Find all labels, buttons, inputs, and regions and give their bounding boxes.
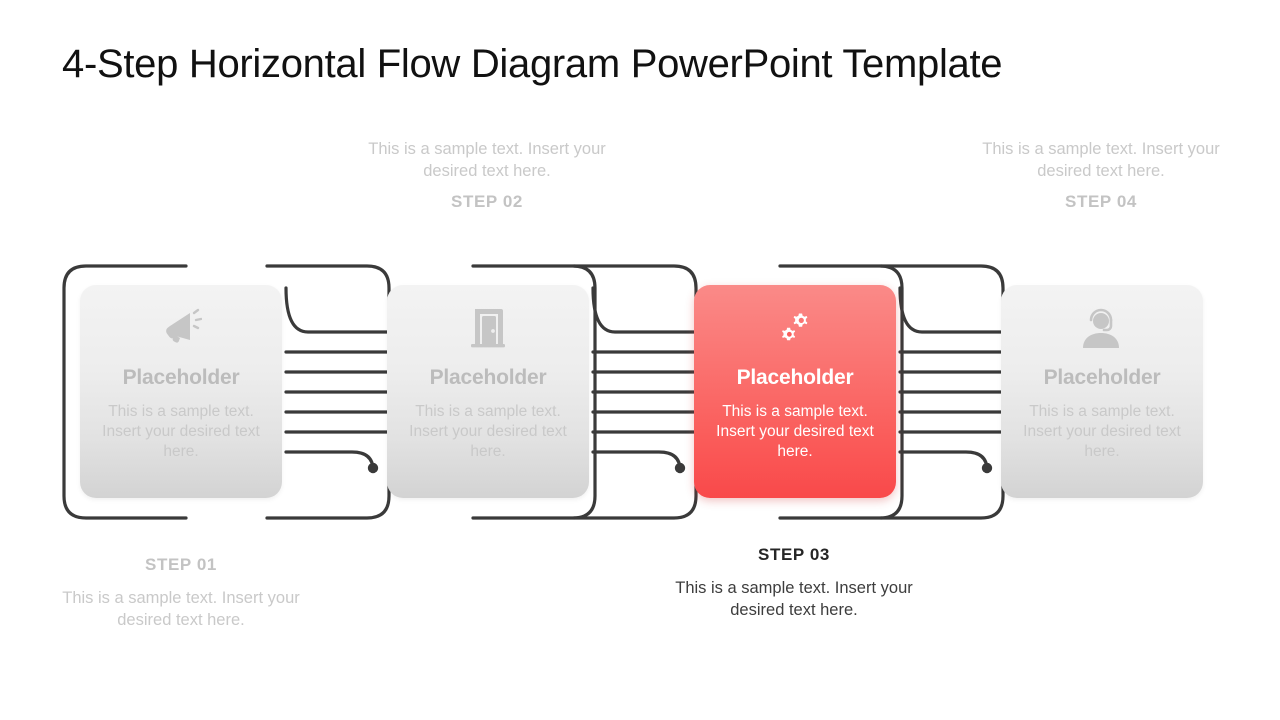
step-card-01[interactable]: Placeholder This is a sample text. Inser…: [80, 285, 282, 498]
step-label-02: STEP 02: [451, 192, 523, 211]
rail-1-top: [284, 286, 389, 334]
step-description-02: This is a sample text. Insert your desir…: [368, 140, 606, 180]
connector-dot-3: [981, 462, 993, 474]
step-description-04: This is a sample text. Insert your desir…: [982, 140, 1220, 180]
rail-3-top: [898, 286, 1003, 334]
gears-icon: [694, 304, 896, 352]
connector-dot-1: [367, 462, 379, 474]
outline-step-01: [62, 264, 188, 520]
connector-dots: [367, 462, 993, 474]
card-title: Placeholder: [1043, 366, 1161, 389]
rail-1-bottom: [284, 450, 375, 472]
flow-diagram: Placeholder This is a sample text. Inser…: [0, 120, 1280, 680]
step-card-04[interactable]: Placeholder This is a sample text. Inser…: [1001, 285, 1203, 498]
megaphone-icon: [80, 304, 282, 352]
step-block-03: STEP 03 This is a sample text. Insert yo…: [669, 545, 919, 621]
step-description-01: This is a sample text. Insert your desir…: [62, 589, 300, 629]
step-block-04: This is a sample text. Insert your desir…: [976, 138, 1226, 212]
card-body: This is a sample text. Insert your desir…: [716, 403, 874, 460]
card-body: This is a sample text. Insert your desir…: [102, 403, 260, 460]
step-block-02: This is a sample text. Insert your desir…: [362, 138, 612, 212]
step-label-01: STEP 01: [145, 555, 217, 574]
door-icon: [387, 304, 589, 352]
card-title: Placeholder: [122, 366, 240, 389]
card-body: This is a sample text. Insert your desir…: [1023, 403, 1181, 460]
step-description-03: This is a sample text. Insert your desir…: [675, 579, 913, 619]
card-body: This is a sample text. Insert your desir…: [409, 403, 567, 460]
step-label-03: STEP 03: [758, 545, 830, 564]
step-label-04: STEP 04: [1065, 192, 1137, 211]
card-title: Placeholder: [736, 366, 854, 389]
connector-dot-2: [674, 462, 686, 474]
step-card-02[interactable]: Placeholder This is a sample text. Inser…: [387, 285, 589, 498]
card-title: Placeholder: [429, 366, 547, 389]
rail-2-bottom: [591, 450, 682, 472]
step-card-03[interactable]: Placeholder This is a sample text. Inser…: [694, 285, 896, 498]
rail-3-bottom: [898, 450, 989, 472]
rail-2-top: [591, 286, 696, 334]
support-agent-icon: [1001, 304, 1203, 352]
page-title: 4-Step Horizontal Flow Diagram PowerPoin…: [62, 42, 1003, 86]
step-block-01: STEP 01 This is a sample text. Insert yo…: [56, 555, 306, 631]
